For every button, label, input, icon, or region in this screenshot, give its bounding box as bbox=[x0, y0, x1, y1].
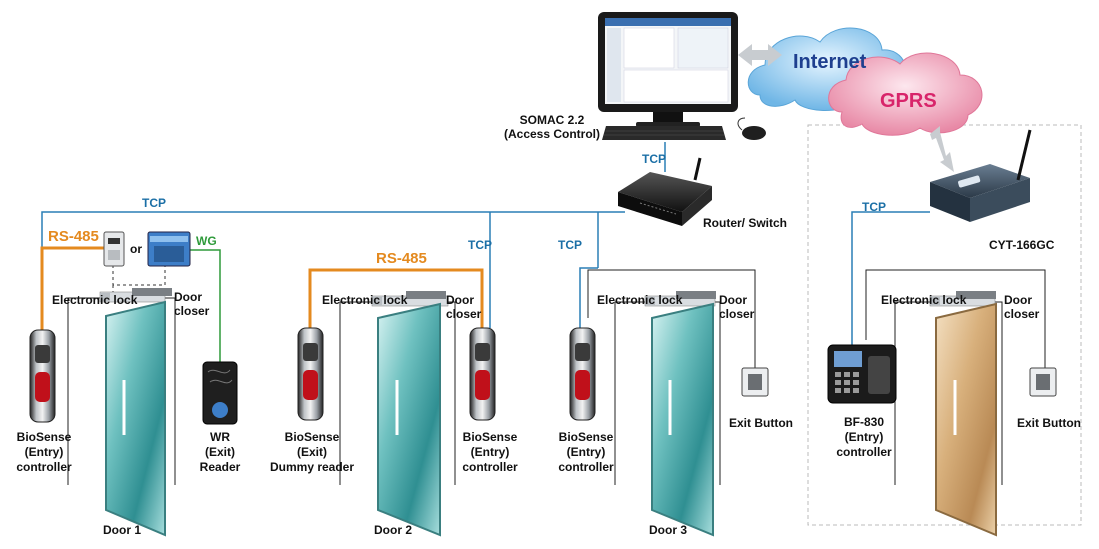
door1-exit-line2: (Exit) bbox=[205, 445, 235, 459]
door3-entry-line1: BioSense bbox=[558, 430, 614, 444]
wg-wire bbox=[190, 249, 221, 362]
tcp-label-gprs: TCP bbox=[862, 200, 886, 214]
door2-exit-line1: BioSense bbox=[284, 430, 340, 444]
tcp-gprs-line bbox=[851, 211, 930, 345]
gprs-label: GPRS bbox=[880, 90, 937, 112]
pc-monitor bbox=[598, 12, 738, 127]
door1-entry-line1: BioSense bbox=[16, 430, 72, 444]
module-dashed-links bbox=[112, 265, 166, 292]
door3-exit-button-label: Exit Button bbox=[729, 416, 793, 430]
door4-closer-line2: closer bbox=[1004, 307, 1040, 321]
door4-entry-line3: controller bbox=[836, 445, 892, 459]
converter-module bbox=[103, 231, 125, 267]
door1-lock-label: Electronic lock bbox=[52, 293, 138, 307]
door2-entry-line2: (Entry) bbox=[470, 445, 510, 459]
door2-entry-line3: controller bbox=[462, 460, 518, 474]
tcp-label-door2: TCP bbox=[468, 238, 492, 252]
door-3 bbox=[644, 291, 716, 537]
mouse bbox=[737, 117, 766, 140]
door2-lock-label: Electronic lock bbox=[322, 293, 408, 307]
tcp-door3-line bbox=[579, 267, 598, 330]
biosense-reader-door1-entry bbox=[29, 329, 56, 423]
arrow-gprs-module bbox=[930, 126, 954, 172]
or-label: or bbox=[130, 242, 142, 256]
tcp-label-door3: TCP bbox=[558, 238, 582, 252]
door3-entry-line2: (Entry) bbox=[566, 445, 606, 459]
software-desc: (Access Control) bbox=[503, 127, 601, 141]
door-wiring bbox=[67, 269, 1046, 485]
keyboard bbox=[602, 126, 726, 140]
door1-entry-line2: (Entry) bbox=[24, 445, 64, 459]
door2-closer-line2: closer bbox=[446, 307, 482, 321]
rs485-label-door1: RS-485 bbox=[48, 228, 99, 245]
router-device bbox=[618, 157, 712, 226]
door4-entry-line2: (Entry) bbox=[844, 430, 884, 444]
door3-closer-line1: Door bbox=[719, 293, 747, 307]
router-label: Router/ Switch bbox=[703, 216, 788, 230]
tcp-label-pc: TCP bbox=[642, 152, 666, 166]
wg-label: WG bbox=[196, 234, 217, 248]
door2-entry-line1: BioSense bbox=[462, 430, 518, 444]
door-1 bbox=[99, 288, 172, 537]
door4-entry-line1: BF-830 bbox=[843, 415, 885, 429]
door1-closer-line2: closer bbox=[174, 304, 210, 318]
door4-exit-button-label: Exit Button bbox=[1017, 416, 1081, 430]
door3-name: Door 3 bbox=[648, 523, 688, 537]
door1-name: Door 1 bbox=[102, 523, 142, 537]
biosense-reader-door3-entry bbox=[569, 327, 596, 421]
wg-module bbox=[147, 231, 191, 267]
door1-exit-line1: WR bbox=[210, 430, 230, 444]
door-2 bbox=[371, 291, 449, 537]
door1-entry-line3: controller bbox=[16, 460, 72, 474]
internet-label: Internet bbox=[793, 51, 867, 73]
biosense-reader-door2-exit bbox=[297, 327, 324, 421]
arrow-pc-internet bbox=[738, 44, 782, 66]
rs485-door1-line bbox=[40, 246, 108, 330]
gprs-module-label: CYT-166GC bbox=[989, 238, 1055, 252]
software-name: SOMAC 2.2 bbox=[519, 113, 585, 127]
gprs-module-device bbox=[930, 129, 1032, 222]
door-4-wooden bbox=[929, 291, 997, 537]
door1-exit-line3: Reader bbox=[199, 460, 241, 474]
door2-exit-line3: Dummy reader bbox=[269, 460, 355, 474]
door2-closer-line1: Door bbox=[446, 293, 474, 307]
exit-button-door3 bbox=[741, 367, 769, 397]
biosense-reader-door2-entry bbox=[469, 327, 496, 421]
rs485-lines bbox=[40, 246, 484, 330]
door2-exit-line2: (Exit) bbox=[297, 445, 327, 459]
rs485-door2-line bbox=[308, 268, 484, 328]
exit-button-door4 bbox=[1029, 367, 1057, 397]
door2-name: Door 2 bbox=[373, 523, 413, 537]
door4-closer-line1: Door bbox=[1004, 293, 1032, 307]
rs485-label-door2: RS-485 bbox=[376, 250, 427, 267]
door3-lock-label: Electronic lock bbox=[597, 293, 683, 307]
gprs-cloud bbox=[828, 52, 983, 136]
wr-exit-reader bbox=[202, 361, 238, 425]
door1-closer-line1: Door bbox=[174, 290, 202, 304]
bf830-controller bbox=[827, 344, 897, 404]
tcp-label-bus: TCP bbox=[142, 196, 166, 210]
door3-entry-line3: controller bbox=[558, 460, 614, 474]
door3-closer-line2: closer bbox=[719, 307, 755, 321]
door4-lock-label: Electronic lock bbox=[881, 293, 967, 307]
wg-line bbox=[190, 249, 221, 362]
